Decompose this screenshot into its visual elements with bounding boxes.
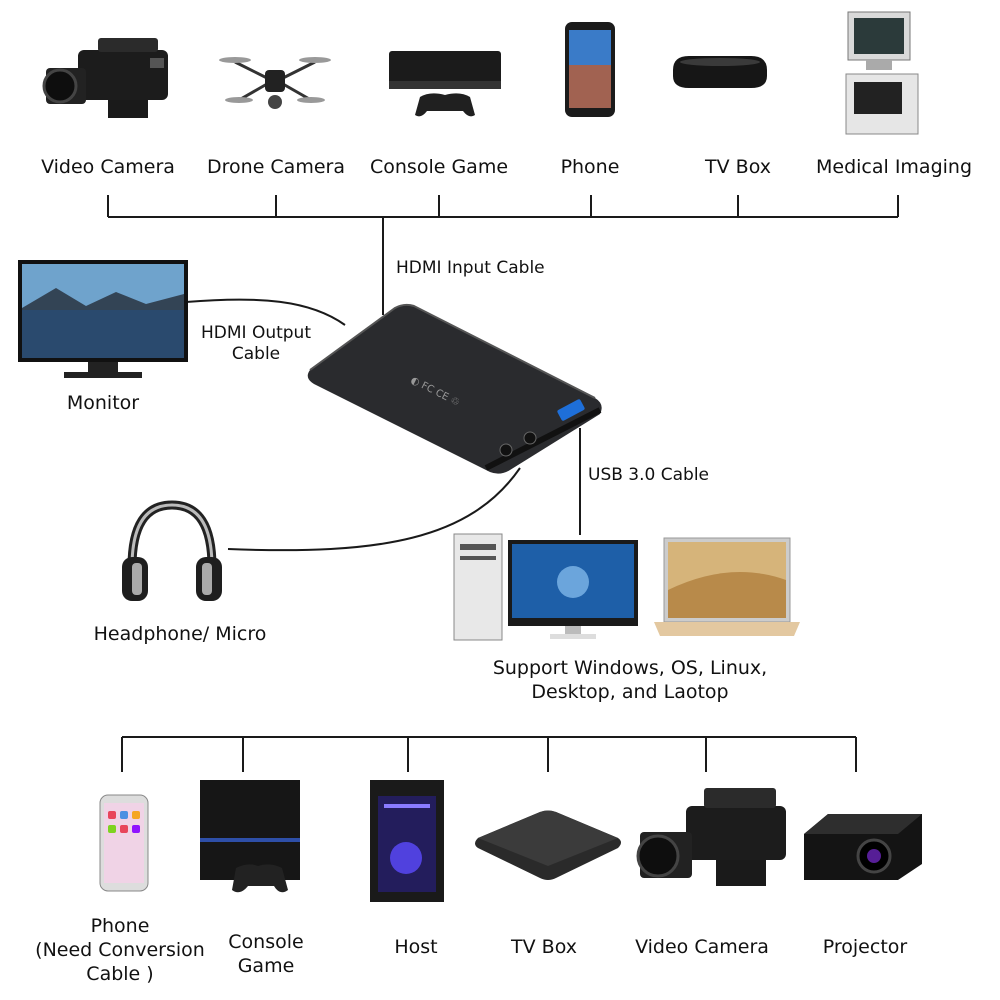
computers-icon: [453, 533, 800, 641]
bottom-label-projector: Projector: [822, 936, 908, 958]
phone-icon: [99, 794, 149, 892]
phone-icon: [565, 22, 615, 117]
usb-port: [557, 399, 585, 421]
bottom-label-tv-box: TV Box: [511, 936, 577, 958]
source-label-phone: Phone: [560, 156, 620, 178]
hdmi-output-cable-label-line1: HDMI Output: [200, 323, 311, 343]
computers-label-line2: Desktop, and Laotop: [531, 681, 729, 703]
monitor-label: Monitor: [66, 392, 140, 414]
bottom-label-console-line2: Game: [237, 955, 295, 977]
bottom-label-console-line1: Console: [228, 931, 304, 953]
tv-box-icon: [673, 56, 767, 88]
source-label-video-camera: Video Camera: [41, 156, 175, 178]
audio-jack-1: [523, 431, 537, 445]
headphone-label: Headphone/ Micro: [93, 623, 267, 645]
medical-imaging-icon: [845, 11, 919, 135]
video-camera-icon: [636, 788, 786, 886]
computers-label-line1: Support Windows, OS, Linux,: [492, 657, 768, 679]
bottom-label-phone-line3: Cable ): [86, 963, 154, 985]
source-label-medical-imaging: Medical Imaging: [815, 156, 973, 178]
hdmi-output-cable: [185, 298, 346, 326]
video-camera-icon: [42, 38, 168, 118]
game-console-icon: [200, 780, 300, 893]
drone-icon: [219, 57, 331, 109]
capture-card-device: ◐ FC CE ♲: [307, 303, 602, 474]
source-label-drone-camera: Drone Camera: [207, 156, 345, 178]
monitor-icon: [18, 260, 188, 378]
headphone-cable: [227, 467, 521, 552]
bottom-label-video-camera: Video Camera: [635, 936, 769, 958]
source-label-console-game: Console Game: [369, 156, 509, 178]
bottom-label-host: Host: [394, 936, 438, 958]
projector-icon: [804, 814, 922, 880]
bottom-label-phone-line2: (Need Conversion: [35, 939, 205, 961]
source-label-tv-box: TV Box: [705, 156, 771, 178]
audio-jack-2: [499, 443, 513, 457]
game-console-icon: [389, 51, 501, 117]
tv-box-icon: [475, 810, 621, 880]
usb-cable-label: USB 3.0 Cable: [588, 465, 710, 485]
headphone-icon: [122, 500, 222, 601]
hdmi-output-cable-label-line2: Cable: [231, 344, 281, 364]
bottom-label-phone-line1: Phone: [90, 915, 150, 937]
host-pc-tower-icon: [370, 780, 444, 902]
hdmi-input-cable-label: HDMI Input Cable: [396, 258, 545, 278]
